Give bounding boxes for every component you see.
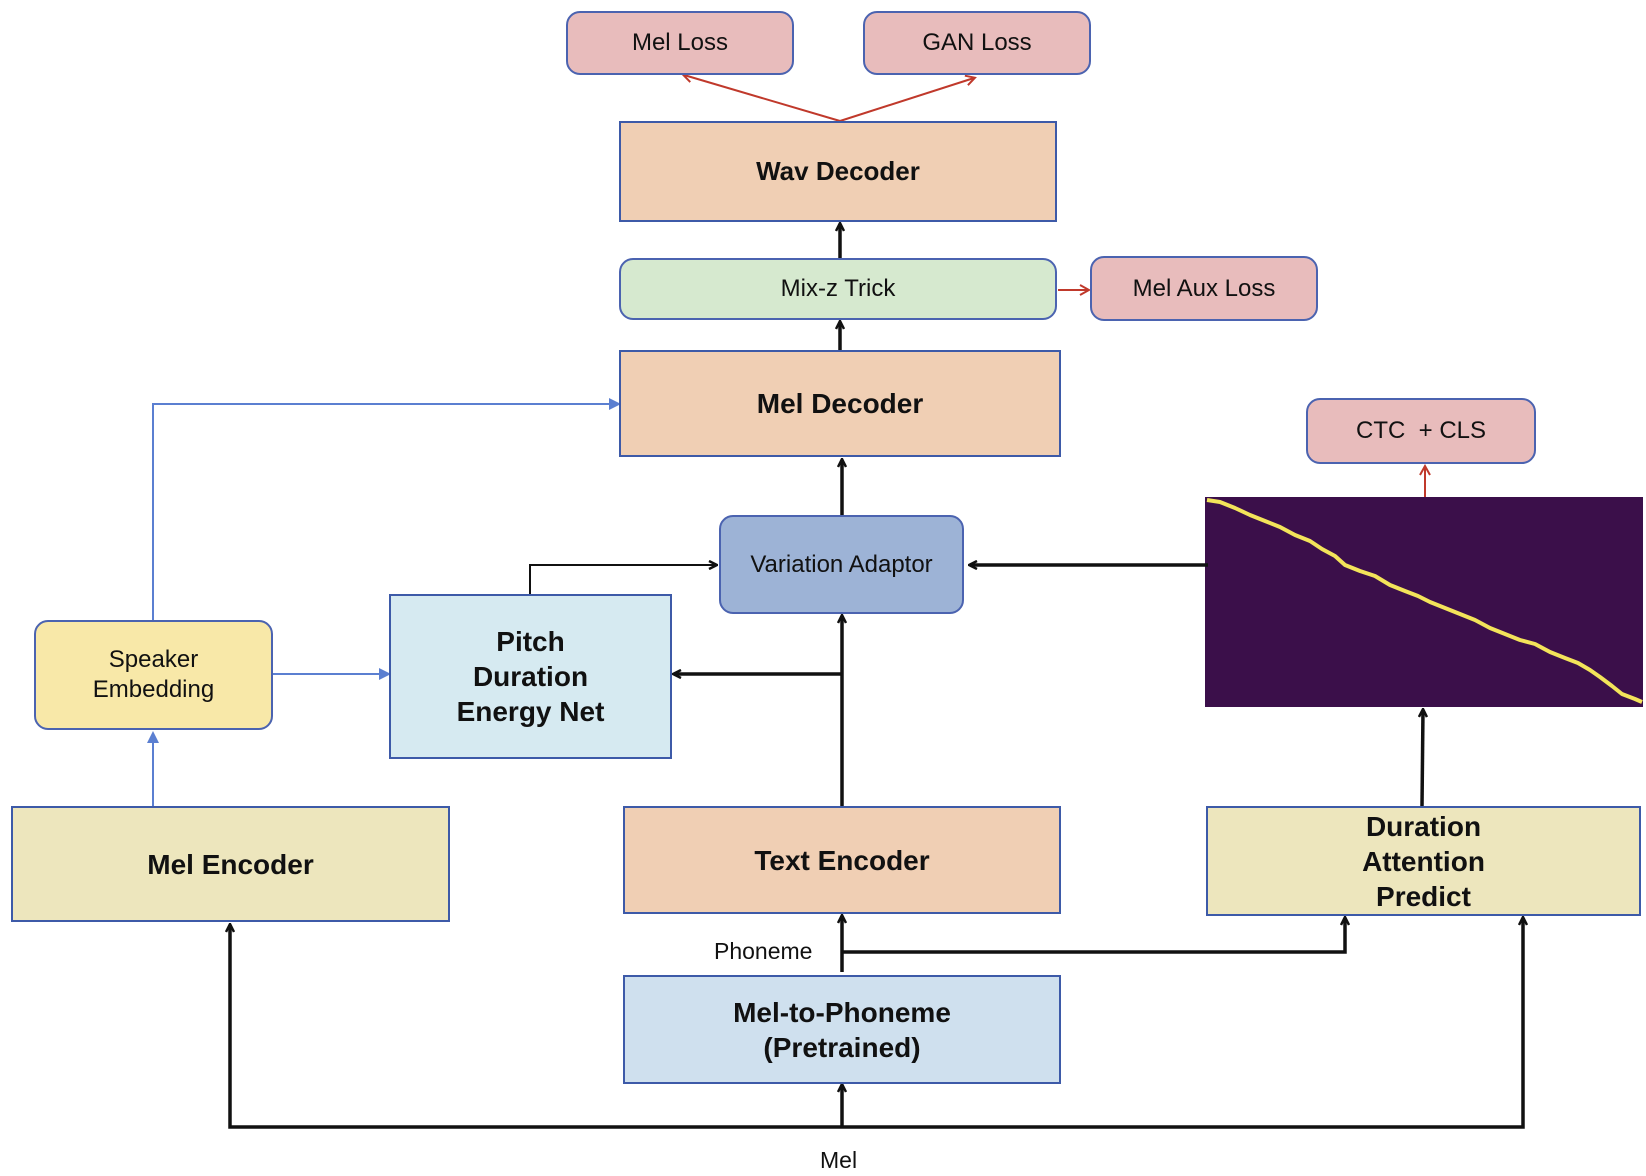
gan-loss-node: GAN Loss bbox=[863, 11, 1091, 75]
duration-attention-line-1: Duration bbox=[1365, 810, 1482, 842]
phoneme-edge-label: Phoneme bbox=[714, 938, 813, 964]
speaker-embedding-line-2: Embedding bbox=[92, 676, 215, 703]
mel-encoder-node: Mel Encoder bbox=[11, 806, 450, 922]
edge-pitch-net-to-variation bbox=[529, 565, 716, 594]
pitch-net-line-3: Energy Net bbox=[456, 696, 605, 727]
edge-wav-to-gan-loss bbox=[839, 78, 974, 122]
mix-z-trick-node: Mix-z Trick bbox=[619, 258, 1057, 320]
mix-z-trick-label: Mix-z Trick bbox=[780, 275, 896, 302]
blue-edges bbox=[147, 398, 621, 806]
pitch-net-line-1: Pitch bbox=[496, 626, 565, 657]
gan-loss-label: GAN Loss bbox=[922, 29, 1032, 56]
red-edges bbox=[684, 75, 1425, 497]
text-encoder-node: Text Encoder bbox=[623, 806, 1061, 914]
edge-speaker-to-mel-decoder bbox=[152, 398, 621, 620]
edge-duration-to-alignment bbox=[1422, 710, 1423, 807]
edge-mel-to-duration bbox=[842, 918, 1523, 1129]
speaker-embedding-line-1: Speaker bbox=[108, 646, 199, 673]
edge-phoneme-to-duration bbox=[842, 918, 1345, 954]
mel-decoder-node: Mel Decoder bbox=[619, 350, 1061, 457]
mel-to-phoneme-node: Mel-to-Phoneme (Pretrained) bbox=[623, 975, 1061, 1084]
mel-aux-loss-node: Mel Aux Loss bbox=[1090, 256, 1318, 321]
mel-loss-node: Mel Loss bbox=[566, 11, 794, 75]
wav-decoder-node: Wav Decoder bbox=[619, 121, 1057, 222]
pitch-net-line-2: Duration bbox=[472, 661, 589, 692]
wav-decoder-label: Wav Decoder bbox=[756, 156, 920, 187]
mel-aux-loss-label: Mel Aux Loss bbox=[1132, 274, 1276, 302]
alignment-diagonal bbox=[1206, 498, 1643, 704]
duration-attention-line-2: Attention bbox=[1362, 845, 1485, 877]
ctc-cls-label: CTC + CLS bbox=[1355, 417, 1487, 444]
black-edges bbox=[230, 224, 1523, 1129]
edge-mel-to-mel-encoder bbox=[230, 925, 842, 1129]
ctc-cls-node: CTC + CLS bbox=[1306, 398, 1536, 464]
pitch-duration-energy-net-node: Pitch Duration Energy Net bbox=[389, 594, 672, 759]
mel-to-phoneme-line-1: Mel-to-Phoneme bbox=[733, 996, 951, 1028]
duration-attention-predict-node: Duration Attention Predict bbox=[1206, 806, 1641, 916]
alignment-heatmap bbox=[1205, 497, 1643, 707]
variation-adaptor-label: Variation Adaptor bbox=[750, 550, 933, 578]
duration-attention-line-3: Predict bbox=[1376, 880, 1471, 912]
mel-encoder-label: Mel Encoder bbox=[147, 848, 314, 880]
mel-loss-label: Mel Loss bbox=[631, 29, 729, 56]
variation-adaptor-node: Variation Adaptor bbox=[719, 515, 964, 614]
speaker-embedding-node: Speaker Embedding bbox=[34, 620, 273, 730]
mel-decoder-label: Mel Decoder bbox=[756, 388, 924, 419]
text-encoder-label: Text Encoder bbox=[754, 844, 930, 876]
mel-to-phoneme-line-2: (Pretrained) bbox=[763, 1031, 921, 1063]
edge-wav-to-mel-loss bbox=[684, 75, 841, 122]
mel-input-label: Mel bbox=[820, 1147, 858, 1173]
